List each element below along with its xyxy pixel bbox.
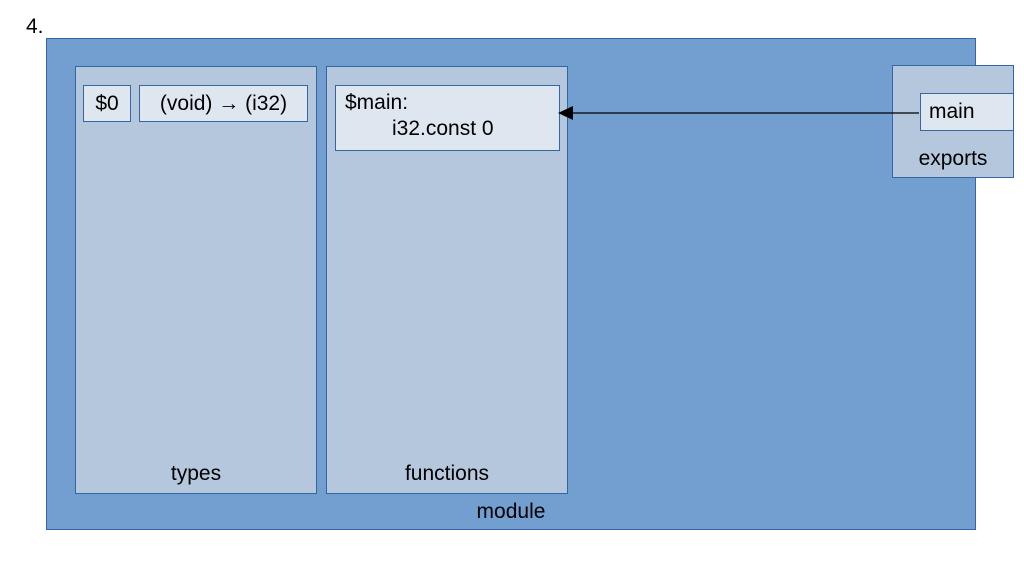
function-name: $main: bbox=[345, 91, 409, 114]
step-number: 4. bbox=[26, 15, 44, 38]
export-entry-main: main bbox=[920, 93, 1014, 131]
type-index: $0 bbox=[83, 85, 131, 122]
function-entry-main: $main: i32.const 0 bbox=[335, 85, 560, 151]
functions-label: functions bbox=[404, 462, 490, 485]
exports-section: main exports bbox=[892, 65, 1014, 178]
function-body: i32.const 0 bbox=[392, 117, 494, 140]
type-signature: (void) → (i32) bbox=[139, 85, 308, 122]
functions-section: $main: i32.const 0 functions bbox=[326, 66, 568, 494]
exports-label: exports bbox=[918, 147, 988, 170]
module-box: $0 (void) → (i32) types $main: i32.const… bbox=[46, 38, 976, 530]
types-label: types bbox=[170, 462, 222, 485]
types-section: $0 (void) → (i32) types bbox=[75, 66, 317, 494]
module-label: module bbox=[476, 500, 546, 523]
